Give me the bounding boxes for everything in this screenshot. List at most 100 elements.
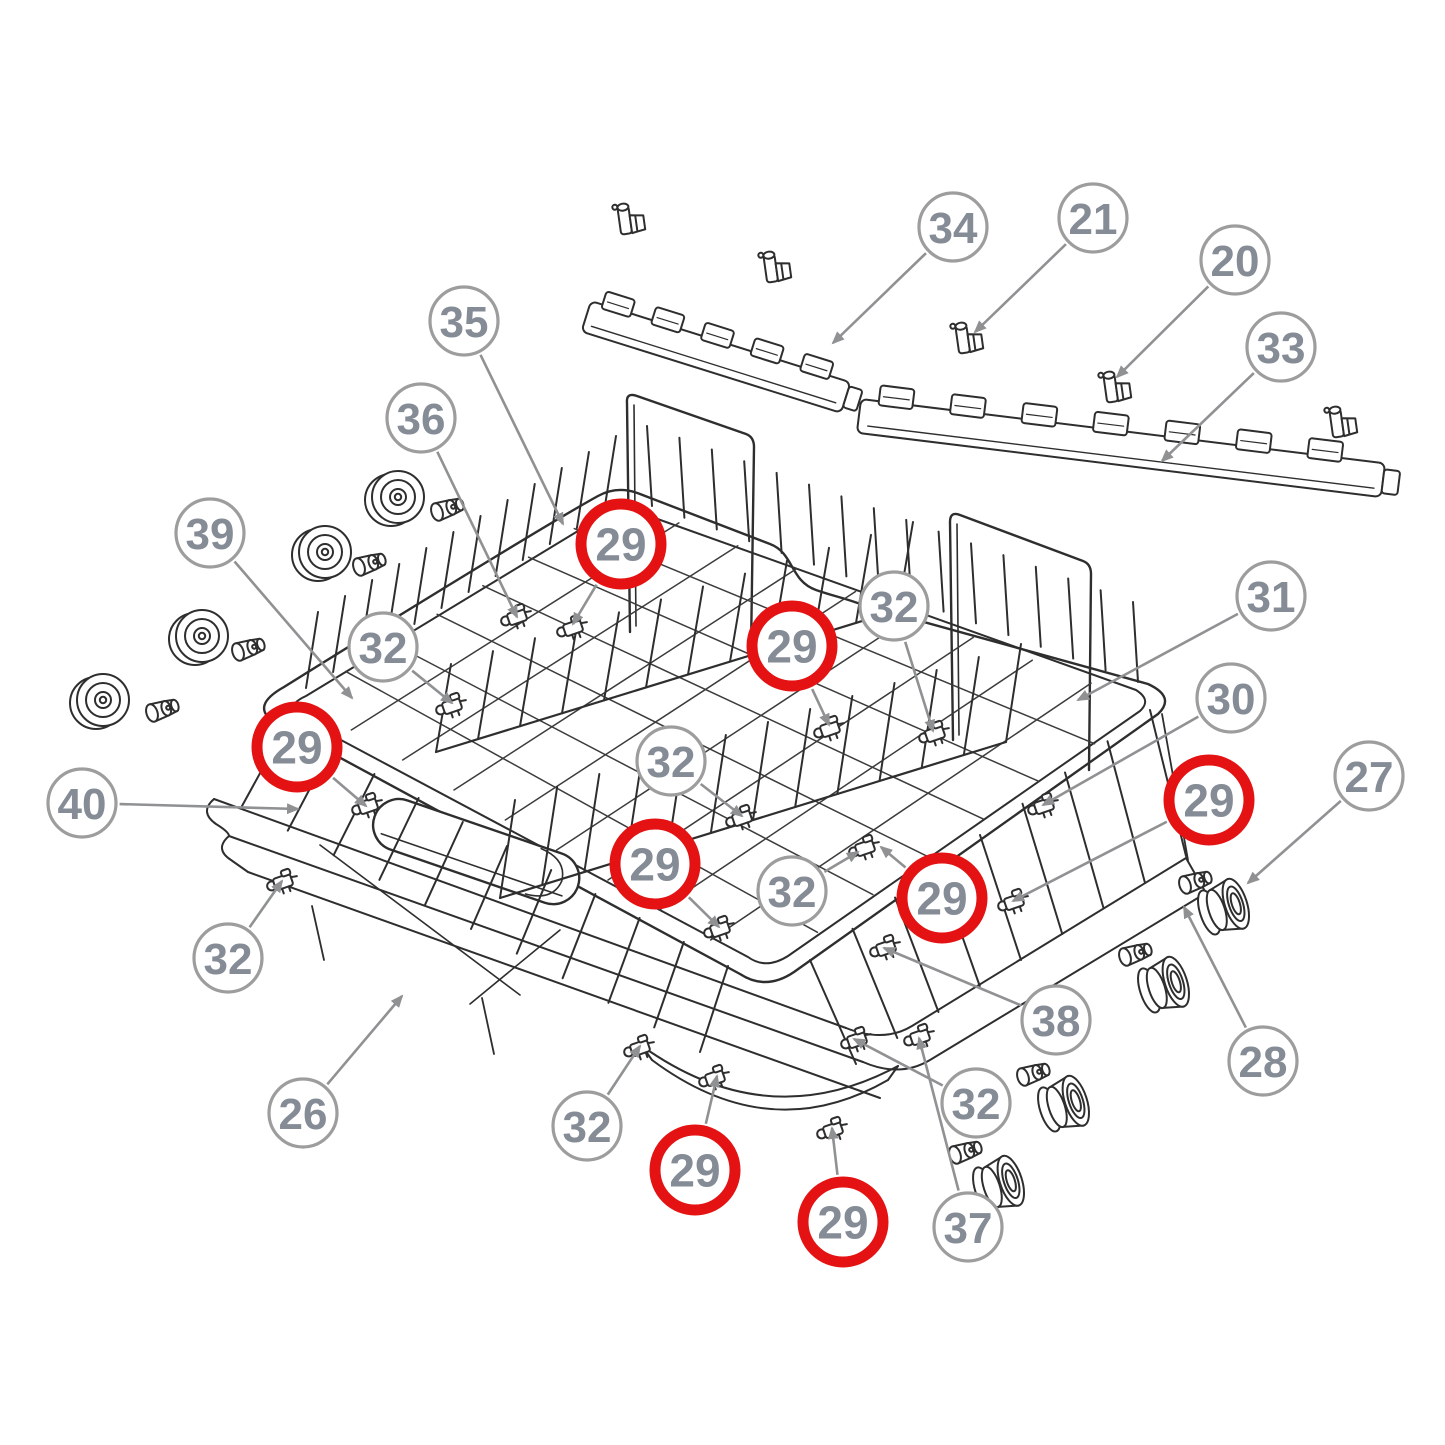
leader-arrow-29 <box>1011 820 1168 903</box>
leader-arrow-40 <box>119 802 300 815</box>
part-number: 27 <box>1345 753 1394 802</box>
callout-40: 40 <box>46 767 118 839</box>
latch-clip <box>1323 403 1359 440</box>
callout-39: 39 <box>174 497 246 569</box>
mounting-clip <box>914 717 954 751</box>
callout-29-highlighted: 29 <box>649 1124 741 1216</box>
latch-clip <box>757 248 793 285</box>
callout-29-highlighted: 29 <box>609 818 701 910</box>
callout-38: 38 <box>1020 984 1092 1056</box>
leader-arrow-39 <box>233 560 354 700</box>
rear-handle-left <box>625 393 756 652</box>
leader-arrow-32 <box>852 1037 944 1087</box>
leader-arrow-32 <box>699 782 744 818</box>
callout-29-highlighted: 29 <box>797 1176 889 1268</box>
mounting-clip <box>431 689 471 723</box>
mounting-clip <box>899 1020 939 1054</box>
axle-stub <box>945 1136 985 1167</box>
leader-arrow-29 <box>827 1126 839 1175</box>
leader-arrow-32 <box>606 1044 642 1096</box>
roller-wheel <box>364 470 425 527</box>
latch-clip <box>611 200 647 237</box>
axle-stub <box>228 633 268 664</box>
mounting-clip <box>1023 789 1063 823</box>
mounting-clip <box>699 912 739 946</box>
part-number: 32 <box>359 624 408 673</box>
callout-32: 32 <box>756 855 828 927</box>
leader-arrow-29 <box>687 896 721 929</box>
leader-arrow-34 <box>831 252 927 345</box>
part-number: 29 <box>916 873 967 925</box>
rear-handle-right-inner <box>956 523 960 736</box>
fold-tine-rail-upper <box>581 290 863 413</box>
roller-wheel <box>168 609 229 666</box>
callout-32: 32 <box>858 570 930 642</box>
leader-arrow-36 <box>436 451 519 619</box>
part-number: 32 <box>768 868 817 917</box>
fold-tine-rail-lower <box>856 384 1401 498</box>
callout-30: 30 <box>1195 662 1267 734</box>
part-number: 20 <box>1211 237 1260 286</box>
callout-circles: 34 21 20 33 35 36 39 32 29 29 32 31 30 29 27 40 29 32 29 32… <box>46 182 1405 1268</box>
callout-28: 28 <box>1227 1025 1299 1097</box>
leader-arrow-28 <box>1182 905 1247 1029</box>
part-number: 39 <box>186 510 235 559</box>
mounting-clip <box>993 885 1033 919</box>
callout-34: 34 <box>917 191 989 263</box>
callout-29-highlighted: 29 <box>251 701 343 793</box>
part-number: 29 <box>669 1145 720 1197</box>
callout-20: 20 <box>1199 224 1271 296</box>
callout-36: 36 <box>385 382 457 454</box>
leader-arrow-30 <box>1041 715 1199 807</box>
mounting-clip <box>809 712 849 746</box>
callout-32: 32 <box>192 922 264 994</box>
part-number: 32 <box>204 935 253 984</box>
callout-31: 31 <box>1235 560 1307 632</box>
part-number: 31 <box>1247 573 1296 622</box>
part-number: 32 <box>952 1080 1001 1129</box>
callout-37: 37 <box>932 1191 1004 1263</box>
callout-32: 32 <box>347 611 419 683</box>
bearing-bush <box>1131 952 1196 1019</box>
part-number: 33 <box>1257 324 1306 373</box>
part-number: 29 <box>817 1197 868 1249</box>
leader-arrow-29 <box>810 688 831 727</box>
latch-clip <box>1097 368 1133 405</box>
roller-wheel <box>291 525 352 582</box>
leader-arrow-33 <box>1160 372 1255 463</box>
callout-29-highlighted: 29 <box>1163 754 1255 846</box>
leader-arrow-32 <box>903 641 935 733</box>
leader-arrow-29 <box>879 845 907 869</box>
callout-32: 32 <box>551 1090 623 1162</box>
axle-stub <box>142 694 182 725</box>
leader-arrow-38 <box>882 946 1022 1007</box>
part-number: 38 <box>1032 997 1081 1046</box>
part-number: 35 <box>440 298 489 347</box>
rear-handle-right <box>948 512 1093 772</box>
leader-arrow-31 <box>1076 612 1239 702</box>
leader-arrow-29 <box>332 776 368 808</box>
axle-stub <box>1013 1058 1053 1089</box>
callout-27: 27 <box>1333 740 1405 812</box>
callout-29-highlighted: 29 <box>896 852 988 944</box>
mounting-clip <box>552 611 592 645</box>
callout-29-highlighted: 29 <box>575 498 667 590</box>
leader-arrow-29 <box>571 584 598 626</box>
part-number: 28 <box>1239 1038 1288 1087</box>
leader-arrow-32 <box>411 669 454 705</box>
part-number: 34 <box>929 204 978 253</box>
callout-21: 21 <box>1057 182 1129 254</box>
axle-stub <box>349 548 389 579</box>
mounting-clip <box>844 831 884 865</box>
leader-arrow-29 <box>704 1074 720 1125</box>
part-number: 32 <box>870 583 919 632</box>
rack-line-art <box>69 200 1401 1218</box>
part-number: 32 <box>647 738 696 787</box>
part-number: 26 <box>279 1090 328 1139</box>
part-number: 29 <box>595 519 646 571</box>
leader-arrow-32 <box>248 879 284 928</box>
callout-32: 32 <box>635 725 707 797</box>
part-number: 29 <box>629 839 680 891</box>
leader-arrow-32 <box>823 850 860 873</box>
